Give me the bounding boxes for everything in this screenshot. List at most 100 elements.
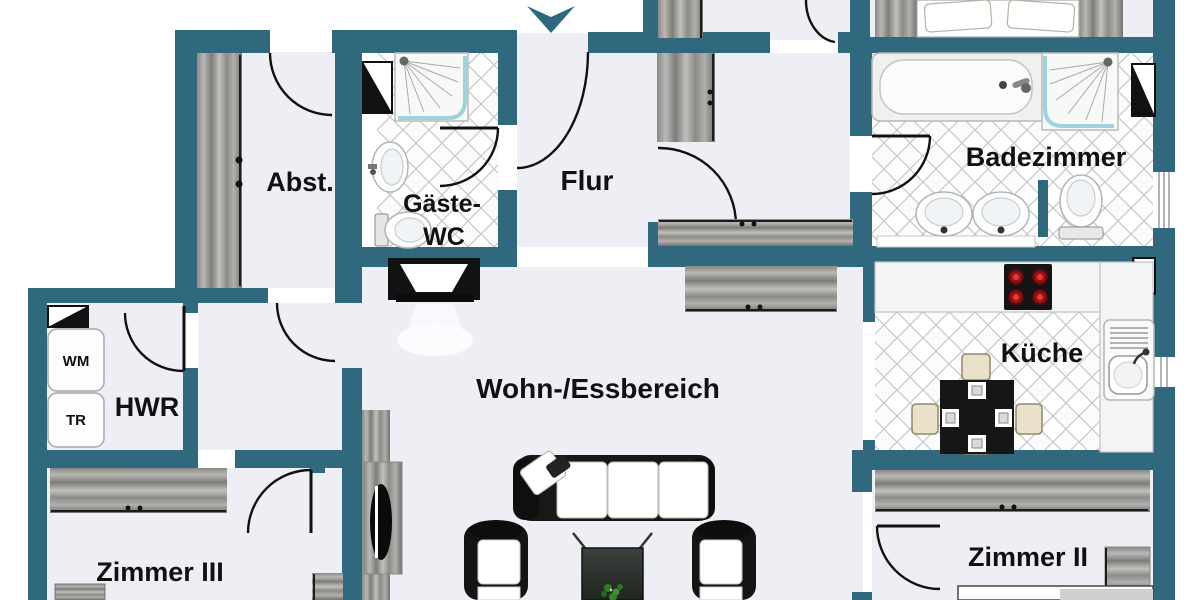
wall-mid-left bbox=[28, 288, 268, 303]
door-swing-flur bbox=[657, 146, 738, 226]
faucet bbox=[940, 226, 948, 234]
room-labels: Abst. Gäste- WC Flur Badezimmer HWR Wohn… bbox=[96, 142, 1127, 587]
room-label-abst: Abst. bbox=[266, 167, 334, 197]
dryer: TR bbox=[47, 392, 105, 448]
furniture: WM TR bbox=[47, 0, 1155, 600]
shower-gaeste-wc bbox=[394, 52, 469, 122]
chair bbox=[1015, 403, 1043, 435]
fireplace-unit bbox=[388, 258, 480, 356]
wardrobe-zimmer2 bbox=[875, 470, 1150, 512]
bathtub bbox=[871, 52, 1049, 122]
door-swing-abst-living bbox=[275, 302, 336, 363]
coffee-table bbox=[572, 532, 653, 600]
wall-zimmer3-top-b bbox=[235, 450, 342, 468]
floor-flur bbox=[588, 53, 850, 247]
floor-entrance bbox=[517, 33, 588, 247]
room-label-wohn-essbereich: Wohn-/Essbereich bbox=[476, 373, 720, 404]
nightstand bbox=[875, 0, 917, 37]
door-swing-entrance bbox=[516, 51, 590, 170]
cabinet-zimmer3 bbox=[312, 573, 343, 600]
pillow bbox=[1006, 0, 1076, 33]
sideboard-wohnbereich bbox=[685, 266, 837, 312]
wall-right-a bbox=[1153, 0, 1175, 172]
floor-wohn-left bbox=[198, 303, 362, 450]
room-label-hwr: HWR bbox=[115, 392, 179, 422]
window-icon bbox=[1155, 357, 1173, 387]
wardrobe-zimmer3 bbox=[50, 468, 227, 513]
chair bbox=[961, 353, 991, 381]
window-icon bbox=[362, 61, 393, 114]
room-label-flur: Flur bbox=[561, 165, 614, 196]
wall-abst-left bbox=[175, 30, 197, 288]
wall-wc-right-a bbox=[498, 52, 517, 125]
window-icon bbox=[1153, 172, 1175, 228]
plant-icon bbox=[601, 584, 623, 600]
bed-top bbox=[875, 0, 1123, 38]
door-swing-zimmer3 bbox=[246, 468, 312, 534]
room-label-zimmer2: Zimmer II bbox=[968, 542, 1088, 572]
nightstand bbox=[1079, 0, 1123, 37]
dining-table bbox=[911, 353, 1043, 455]
room-label-kueche: Küche bbox=[1001, 338, 1084, 368]
desk-zimmer3 bbox=[54, 583, 106, 600]
faucet bbox=[997, 226, 1005, 234]
window-icon bbox=[47, 305, 89, 328]
washing-machine: WM bbox=[47, 328, 105, 392]
kitchen-sink bbox=[1103, 319, 1155, 401]
wardrobe-room-top bbox=[658, 0, 703, 38]
wall-room-top-left bbox=[643, 0, 658, 40]
armchair-left bbox=[464, 520, 528, 600]
wall-zimmer2-left-a bbox=[852, 450, 872, 492]
sofa bbox=[513, 450, 715, 521]
toilet-partition bbox=[1038, 180, 1048, 237]
wall-wohn-zimmer3 bbox=[342, 368, 362, 600]
shower-bad bbox=[1041, 52, 1119, 131]
armchair-right bbox=[692, 520, 756, 600]
wall-right-b bbox=[1153, 228, 1175, 357]
vanity-bad bbox=[876, 191, 1036, 248]
room-label-gaeste-wc-2: WC bbox=[423, 223, 465, 251]
wall-bath-top bbox=[855, 37, 1175, 53]
dryer-label: TR bbox=[66, 412, 86, 429]
cooktop bbox=[1004, 264, 1052, 310]
wardrobe-abst bbox=[197, 53, 243, 288]
lamp-glow bbox=[397, 324, 473, 356]
pillow bbox=[923, 0, 993, 33]
entrance-arrow-icon bbox=[527, 6, 575, 33]
room-label-badezimmer: Badezimmer bbox=[966, 142, 1127, 172]
wall-zimmer2-top bbox=[852, 450, 1175, 470]
wall-flur-bottom-stub bbox=[648, 222, 658, 248]
door-swing-bad bbox=[871, 135, 932, 196]
wall-right-c bbox=[1153, 387, 1175, 600]
wall-top-wc bbox=[332, 30, 517, 53]
wall-kueche-left-a bbox=[863, 262, 875, 322]
wall-bath-left-b bbox=[850, 192, 872, 247]
window-icon bbox=[1131, 63, 1156, 117]
wall-hwr-right-stub bbox=[183, 303, 198, 313]
wall-flur-top bbox=[588, 32, 770, 53]
wall-zimmer3-stub bbox=[310, 450, 325, 473]
door-swing-zimmer2 bbox=[875, 525, 941, 591]
wall-abst-top bbox=[175, 30, 270, 53]
toilet-gaeste-wc bbox=[374, 211, 432, 249]
sideboard-flur bbox=[658, 219, 853, 246]
wardrobe-flur bbox=[657, 53, 715, 142]
wall-hwr-right bbox=[183, 368, 198, 468]
tv-icon bbox=[370, 484, 392, 560]
room-label-gaeste-wc-1: Gäste- bbox=[403, 190, 481, 218]
wall-bath-left-a bbox=[850, 52, 872, 136]
nightstand-zimmer2 bbox=[1104, 546, 1151, 591]
bed-zimmer2 bbox=[957, 585, 1154, 600]
wall-zimmer2-left-b bbox=[852, 592, 872, 600]
toilet-bad bbox=[1058, 174, 1104, 240]
walls bbox=[28, 0, 1175, 600]
room-label-zimmer3: Zimmer III bbox=[96, 557, 224, 587]
door-swing-gaeste-wc bbox=[439, 127, 500, 188]
chair bbox=[911, 403, 939, 435]
pillow bbox=[546, 455, 571, 478]
tv-board bbox=[362, 410, 403, 600]
door-swing-room-top bbox=[804, 0, 836, 44]
wall-zimmer3-top-a bbox=[28, 450, 190, 468]
